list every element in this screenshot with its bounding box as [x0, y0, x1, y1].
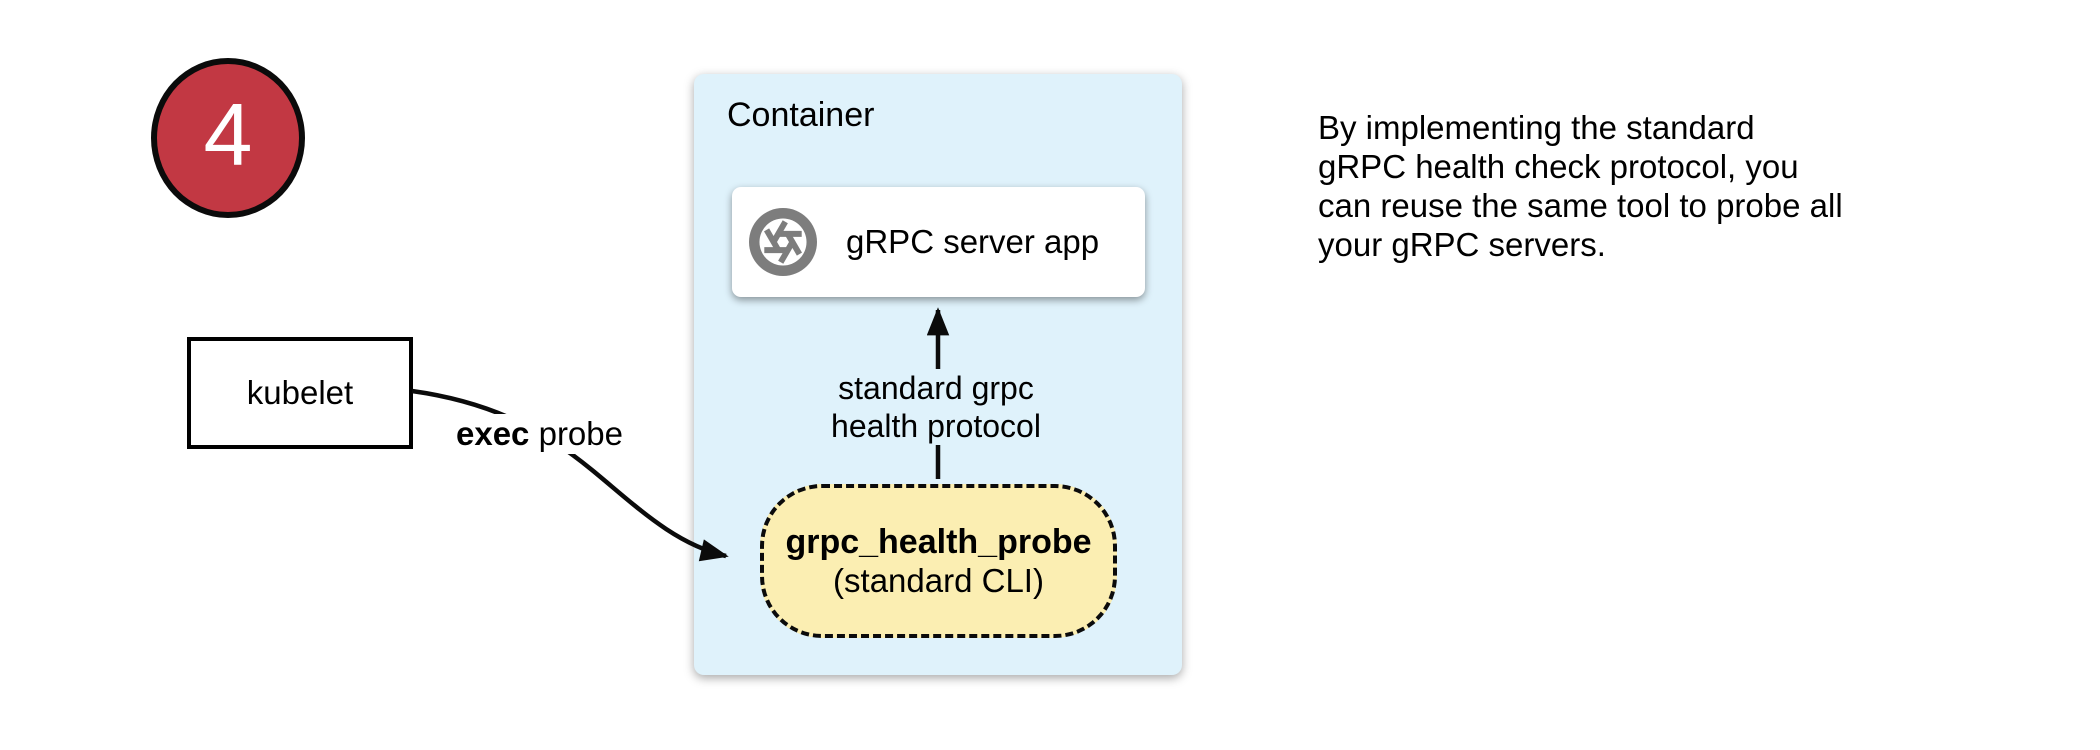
kubelet-box: kubelet — [187, 337, 413, 449]
kubelet-label: kubelet — [246, 374, 354, 411]
container-box: Container gRPC server app — [694, 74, 1182, 675]
grpc-health-probe-subtitle: (standard CLI) — [833, 562, 1044, 599]
health-protocol-label: standard grpc health protocol — [810, 369, 1062, 445]
health-protocol-label-line2: health protocol — [831, 408, 1041, 444]
exec-probe-label-bold: exec — [456, 415, 530, 452]
caption-line: By implementing the standard — [1318, 109, 1755, 146]
grpc-server-app-box: gRPC server app — [732, 187, 1145, 297]
grpc-health-probe-title: grpc_health_probe — [785, 523, 1092, 561]
grpc-server-app-label: gRPC server app — [846, 223, 1100, 260]
step-number: 4 — [203, 85, 253, 184]
exec-probe-label: exec probe — [452, 414, 627, 454]
step-number-badge: 4 — [151, 58, 305, 218]
grpc-health-probe-box: grpc_health_probe (standard CLI) — [760, 484, 1117, 638]
exec-probe-label-rest: probe — [538, 415, 623, 452]
caption-line: gRPC health check protocol, you — [1318, 148, 1799, 185]
caption-text: By implementing the standard gRPC health… — [1318, 108, 1843, 264]
container-title: Container — [727, 96, 875, 134]
health-protocol-label-line1: standard grpc — [838, 370, 1034, 406]
aperture-icon — [749, 208, 817, 276]
caption-line: your gRPC servers. — [1318, 226, 1606, 263]
caption-line: can reuse the same tool to probe all — [1318, 187, 1843, 224]
